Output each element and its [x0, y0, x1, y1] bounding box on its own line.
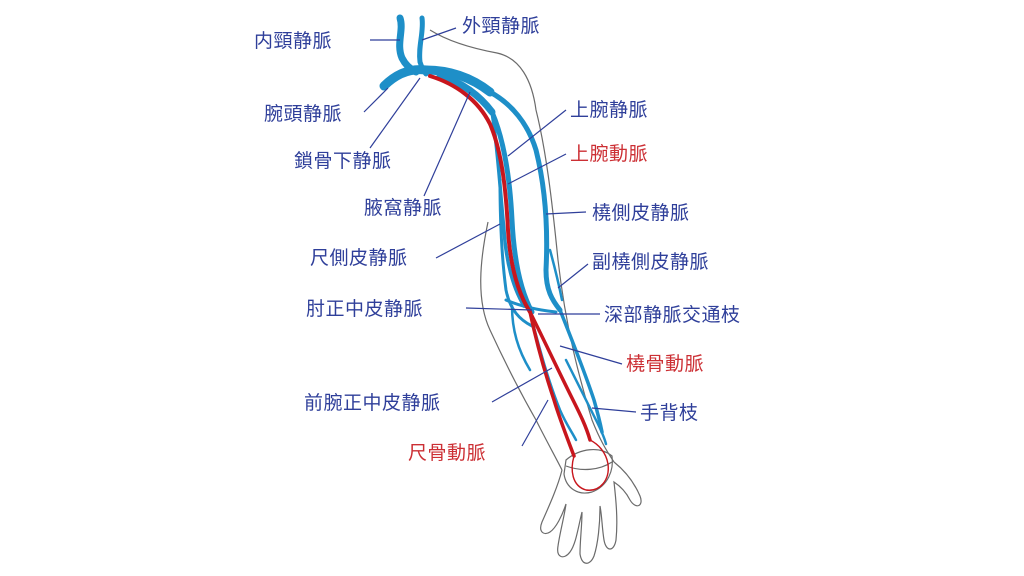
label-subclavian-vein: 鎖骨下静脈 [294, 150, 392, 172]
leader-subclavian [369, 77, 421, 149]
leader-cephalic [545, 211, 587, 215]
shoulder-outline [429, 29, 615, 463]
radial-artery [528, 310, 592, 442]
palmar-arch [571, 439, 609, 491]
label-ulnar-artery: 尺骨動脈 [408, 442, 486, 464]
veins [379, 14, 608, 446]
hand-outline [540, 461, 642, 564]
label-brachial-artery: 上腕動脈 [570, 143, 648, 165]
labels: 内頸静脈 外頸静脈 腕頭静脈 鎖骨下静脈 腋窩静脈 尺側皮静脈 肘正中皮静脈 前… [254, 15, 741, 464]
label-external-jugular-vein: 外頸静脈 [462, 15, 540, 37]
label-radial-artery: 橈骨動脈 [626, 353, 704, 375]
label-basilic-vein: 尺側皮静脈 [310, 247, 408, 269]
inner-arm-outline [480, 221, 563, 471]
leader-accessory-cephalic [557, 263, 589, 289]
leader-median-cubital [465, 307, 533, 311]
leader-axillary [423, 91, 471, 197]
leader-dorsal-branch [591, 407, 637, 413]
label-median-cubital-vein: 肘正中皮静脈 [306, 298, 423, 320]
label-cephalic-vein: 橈側皮静脈 [592, 202, 690, 224]
label-axillary-vein: 腋窩静脈 [364, 197, 442, 219]
dorsal-branch-vein [564, 358, 608, 446]
label-accessory-cephalic-vein: 副橈側皮静脈 [592, 251, 709, 273]
leader-radial-artery [559, 345, 623, 365]
basilic-vein [498, 178, 534, 328]
label-brachial-vein: 上腕静脈 [570, 99, 648, 121]
accessory-cephalic-vein [548, 248, 564, 302]
label-perforating-vein: 深部静脈交通枝 [604, 304, 741, 326]
wrist-band [565, 461, 613, 471]
subclavian-vein [421, 65, 495, 97]
leader-brachiocephalic [363, 87, 389, 113]
label-median-antebrachial-vein: 前腕正中皮静脈 [304, 392, 441, 414]
cephalic-vein-forearm [558, 308, 604, 434]
leader-brachial-vein [507, 109, 567, 157]
leader-median-antebrachial [491, 367, 553, 403]
leader-lines [363, 27, 637, 447]
label-dorsal-branch: 手背枝 [640, 402, 699, 424]
ulnar-forearm-vein [510, 304, 532, 372]
brachial-vein-a [489, 109, 535, 315]
label-internal-jugular-vein: 内頸静脈 [254, 30, 332, 52]
axillary-vein [436, 72, 496, 116]
leader-ulnar-artery [521, 399, 549, 447]
brachial-artery [428, 74, 532, 314]
leader-brachial-artery [507, 153, 567, 185]
leader-external-jugular [421, 27, 457, 41]
leader-basilic [435, 223, 501, 259]
arm-outline [429, 29, 642, 564]
cephalic-vein-upper [487, 89, 563, 313]
internal-jugular-vein [396, 14, 420, 76]
arteries [428, 74, 609, 491]
wrist-outline [563, 449, 613, 494]
label-brachiocephalic-vein: 腕頭静脈 [264, 103, 342, 125]
ulnar-artery [528, 310, 576, 458]
